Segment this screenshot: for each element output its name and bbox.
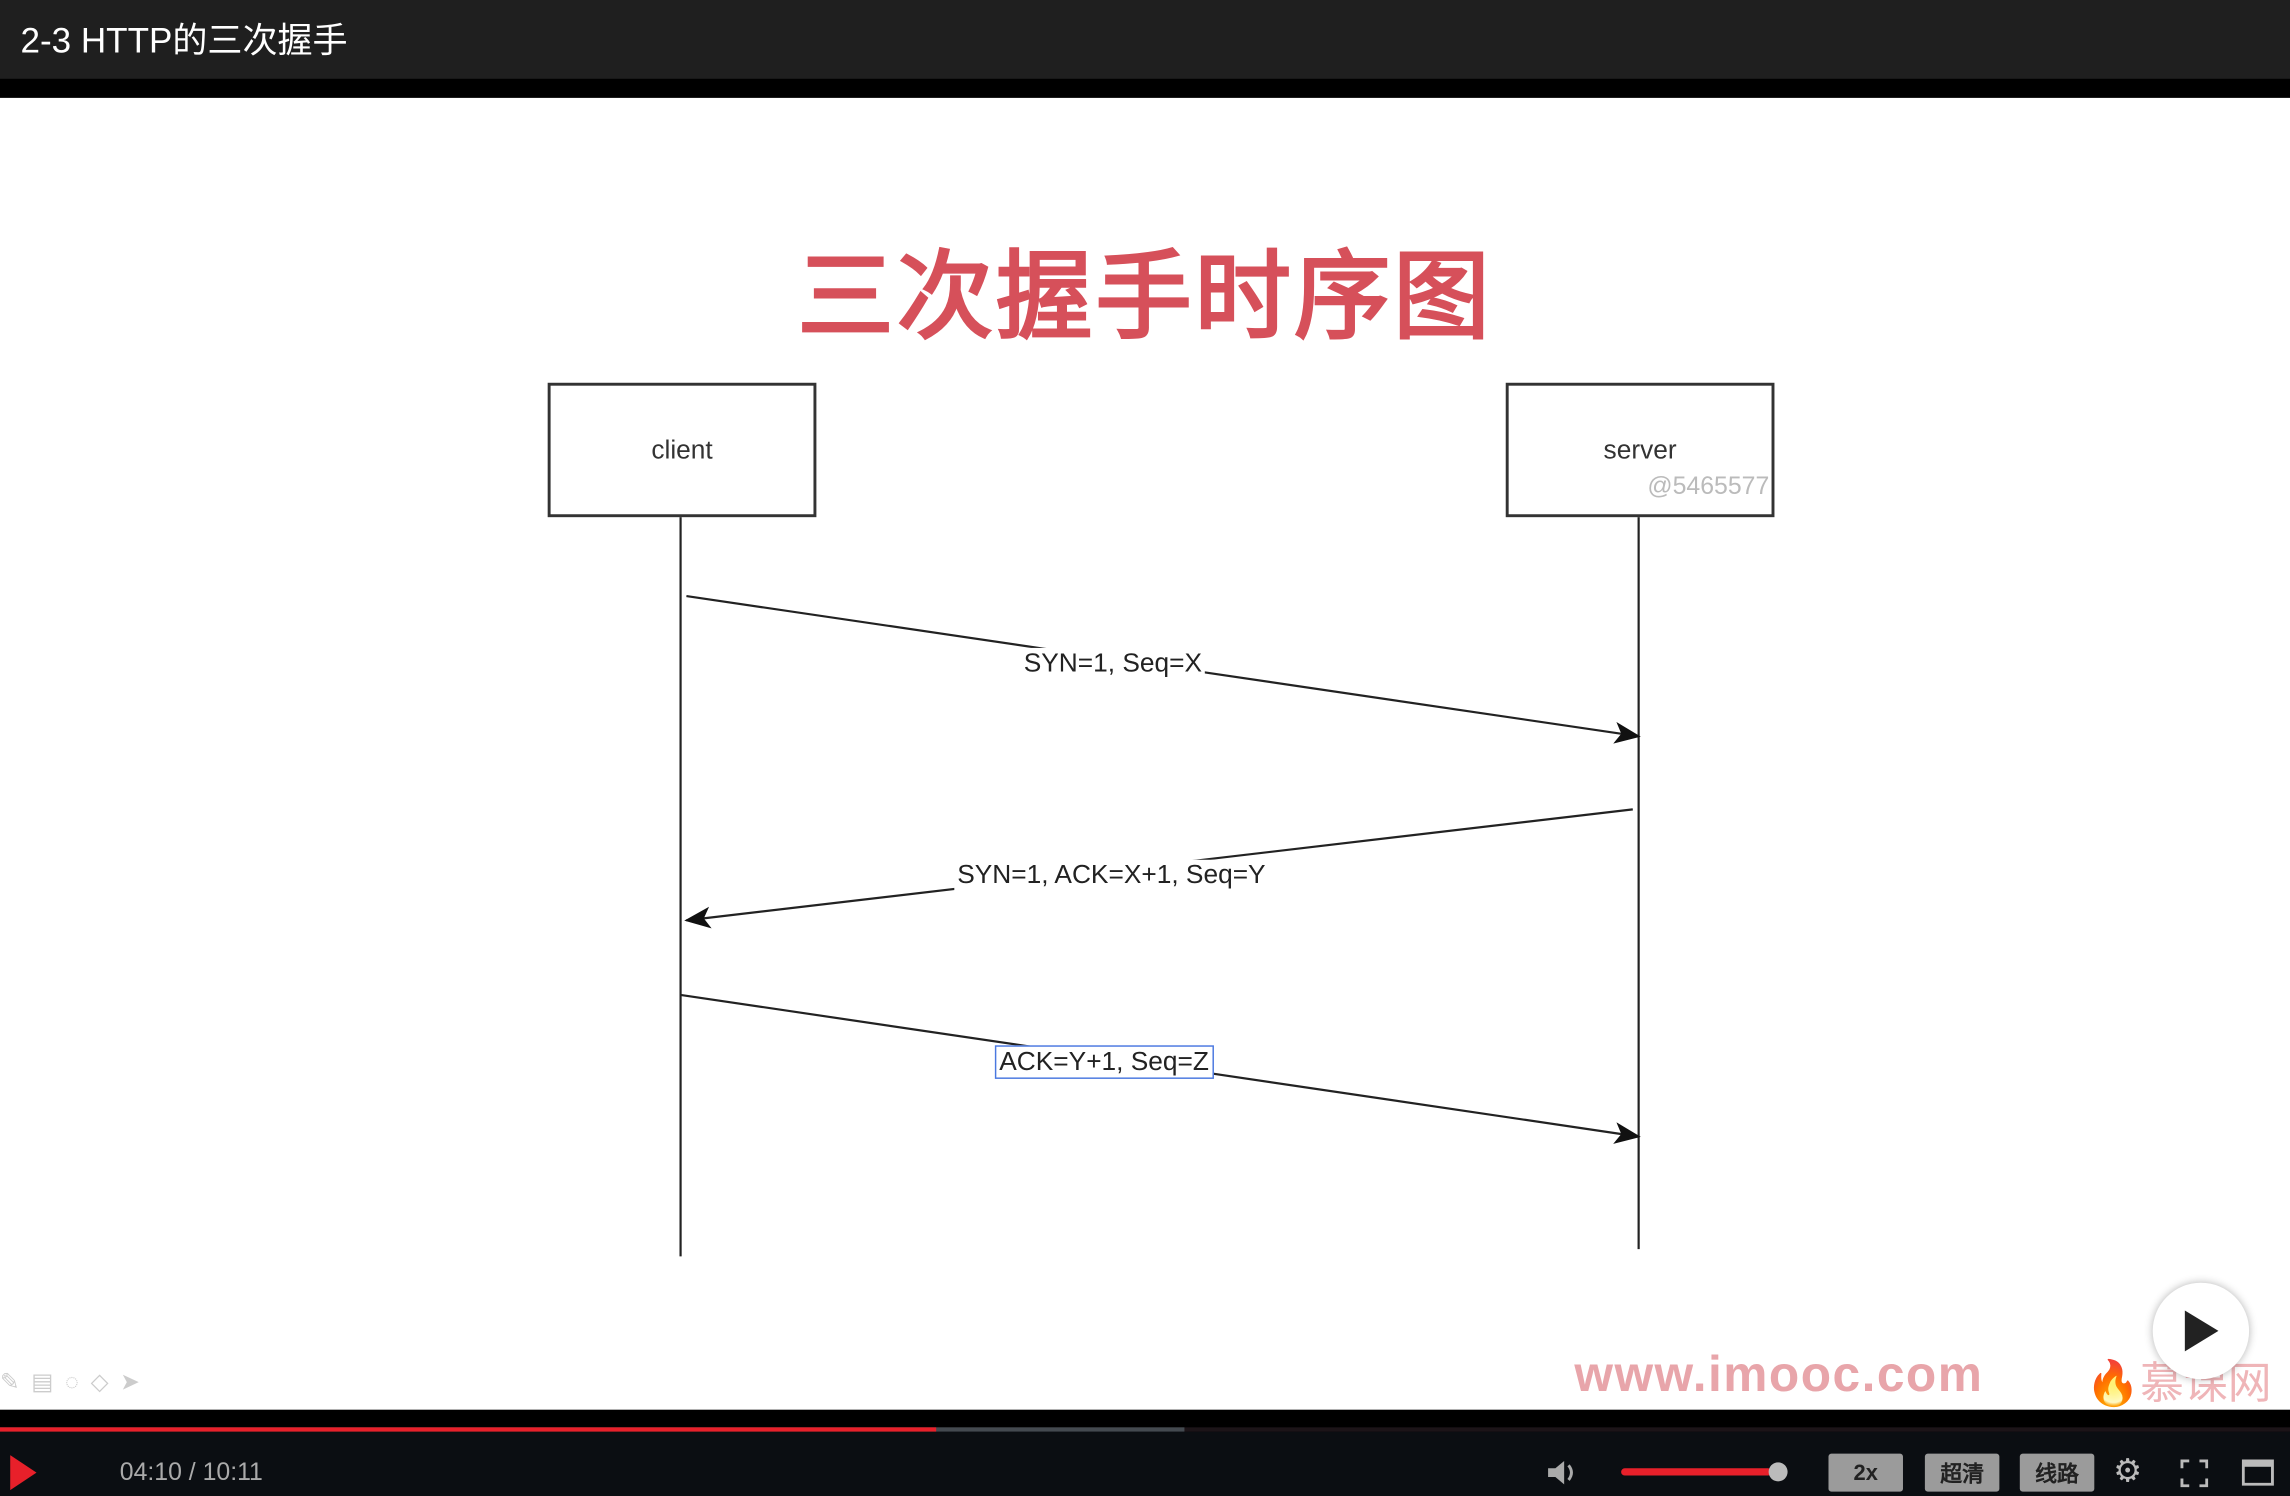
letterbox-bottom xyxy=(0,1409,2290,1428)
letterbox-top xyxy=(0,78,2290,98)
title-bar: 2-3 HTTP的三次握手 xyxy=(0,0,2290,79)
play-icon xyxy=(2184,1310,2219,1352)
slide-title: 三次握手时序图 xyxy=(797,241,1493,354)
volume-icon[interactable] xyxy=(1547,1458,1579,1487)
fullscreen-icon[interactable] xyxy=(2180,1459,2209,1488)
control-bar xyxy=(0,1431,2290,1496)
quality-button[interactable]: 超清 xyxy=(1924,1453,2000,1492)
speed-button[interactable]: 2x xyxy=(1828,1453,1903,1492)
cursor-icon[interactable]: ➤ xyxy=(120,1370,152,1396)
volume-slider[interactable] xyxy=(1621,1468,1771,1476)
eraser-icon[interactable]: ◇ xyxy=(90,1370,121,1396)
time-display: 04:10 / 10:11 xyxy=(119,1458,263,1486)
server-label: server xyxy=(1603,434,1677,464)
slide[interactable] xyxy=(0,97,2290,1410)
site-watermark: www.imooc.com xyxy=(1574,1346,1984,1403)
board-icon[interactable]: ▤ xyxy=(31,1370,66,1396)
user-watermark: @5465577 xyxy=(1647,471,1770,500)
big-play-button[interactable] xyxy=(2152,1282,2250,1380)
gear-icon[interactable]: ⚙ xyxy=(2113,1452,2143,1489)
client-box: client xyxy=(547,382,817,518)
pen-icon[interactable]: ✎ xyxy=(0,1370,32,1396)
web-fullscreen-icon[interactable] xyxy=(2241,1459,2274,1486)
play-icon[interactable] xyxy=(9,1455,38,1491)
lasso-icon[interactable]: ◌ xyxy=(65,1370,91,1396)
video-title: 2-3 HTTP的三次握手 xyxy=(20,21,348,62)
volume-knob[interactable] xyxy=(1768,1462,1788,1482)
server-box: server xyxy=(1505,382,1775,518)
message-label-2: SYN=1, ACK=X+1, Seq=Y xyxy=(954,859,1269,891)
annotation-toolbar: ✎▤◌◇➤ xyxy=(0,1367,152,1396)
message-label-1: SYN=1, Seq=X xyxy=(1020,647,1205,679)
route-button[interactable]: 线路 xyxy=(2019,1453,2095,1492)
client-label: client xyxy=(651,434,713,464)
message-label-3-selected[interactable]: ACK=Y+1, Seq=Z xyxy=(994,1045,1214,1079)
played-bar[interactable] xyxy=(0,1427,937,1432)
